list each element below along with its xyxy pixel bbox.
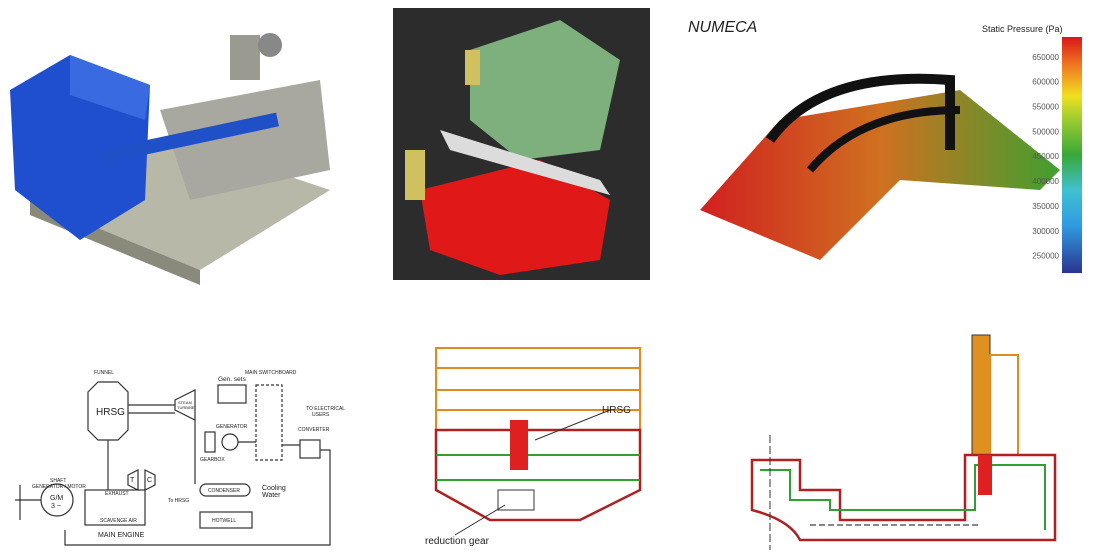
- svg-text:USERS: USERS: [312, 412, 330, 418]
- svg-text:HRSG: HRSG: [96, 407, 125, 418]
- colorbar-ticks: 650000 600000 550000 500000 450000 400000 3500…: [1032, 53, 1059, 261]
- svg-text:HOTWELL: HOTWELL: [212, 518, 236, 524]
- svg-text:CONDENSER: CONDENSER: [208, 488, 240, 494]
- svg-text:To HRSG: To HRSG: [168, 498, 189, 504]
- colorbar-tick-label: 350000: [1032, 202, 1059, 211]
- svg-text:GENERATOR: GENERATOR: [216, 424, 248, 430]
- svg-text:TURBINE: TURBINE: [177, 405, 195, 410]
- ship-longitudinal-section: [750, 334, 1057, 550]
- colorbar-title: Static Pressure (Pa): [982, 24, 1063, 34]
- svg-text:C: C: [147, 477, 152, 484]
- colorbar-tick-label: 400000: [1032, 177, 1059, 186]
- hrsg-label: HRSG: [602, 405, 631, 416]
- schematic-labels: FUNNEL HRSG MAIN SWITCHBOARD Gen. sets T…: [32, 370, 345, 539]
- svg-text:SCAVENGE AIR: SCAVENGE AIR: [100, 518, 137, 524]
- colorbar-tick-label: 600000: [1032, 78, 1059, 87]
- skid-machine-render: [10, 33, 330, 285]
- svg-text:TO ELECTRICAL: TO ELECTRICAL: [306, 406, 345, 412]
- ship-cross-section: [434, 347, 642, 536]
- svg-text:3 ~: 3 ~: [51, 503, 61, 510]
- svg-text:G/M: G/M: [50, 495, 63, 502]
- svg-text:Cooling: Cooling: [262, 485, 286, 492]
- svg-text:MAIN ENGINE: MAIN ENGINE: [98, 532, 145, 539]
- colorbar-tick-label: 250000: [1032, 252, 1059, 261]
- svg-text:EXHAUST: EXHAUST: [105, 491, 129, 497]
- colorbar-tick-label: 500000: [1032, 127, 1059, 136]
- svg-text:SHAFT: SHAFT: [50, 478, 66, 484]
- colorbar-tick-label: 650000: [1032, 53, 1059, 62]
- colorbar-tick-label: 300000: [1032, 227, 1059, 236]
- svg-text:FUNNEL: FUNNEL: [94, 370, 114, 376]
- svg-text:STEAM: STEAM: [178, 400, 192, 405]
- colorbar-tick-label: 550000: [1032, 103, 1059, 112]
- svg-text:CONVERTER: CONVERTER: [298, 427, 330, 433]
- cfd-pressure-plot: NUMECA Static Pressure (Pa) 650000 600000…: [688, 19, 1082, 273]
- svg-text:GEARBOX: GEARBOX: [200, 457, 225, 463]
- colorbar-tick-label: 450000: [1032, 152, 1059, 161]
- reduction-gear-label: reduction gear: [425, 536, 490, 547]
- svg-text:Gen. sets: Gen. sets: [218, 376, 247, 383]
- whr-schematic: [15, 381, 331, 546]
- colorbar: [1062, 37, 1082, 273]
- svg-text:GENERATOR / MOTOR: GENERATOR / MOTOR: [32, 484, 86, 490]
- cutaway-render: [393, 8, 650, 280]
- numeca-logo: NUMECA: [688, 19, 757, 36]
- svg-text:Water: Water: [262, 492, 281, 499]
- svg-text:T: T: [130, 477, 135, 484]
- svg-text:MAIN SWITCHBOARD: MAIN SWITCHBOARD: [245, 370, 297, 376]
